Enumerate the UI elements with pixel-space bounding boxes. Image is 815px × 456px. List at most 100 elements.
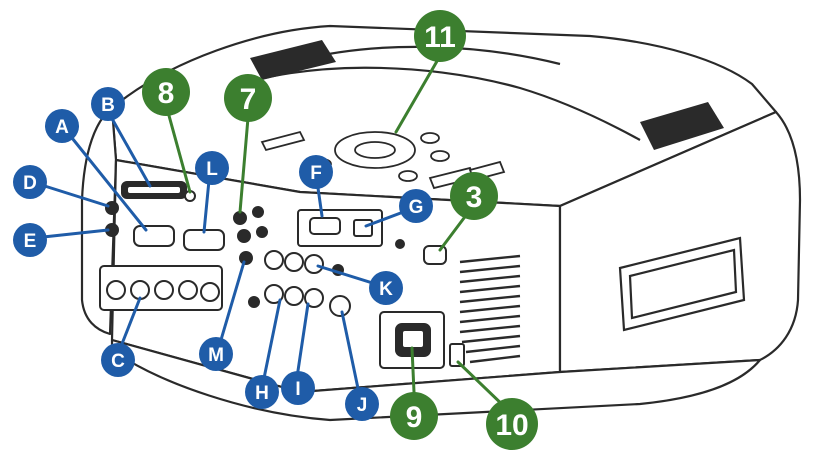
top-vent-right — [640, 102, 724, 150]
control-slot — [260, 130, 306, 152]
callout-f-label: F — [310, 163, 322, 184]
callout-7-badge — [224, 74, 272, 122]
rca-i — [304, 288, 324, 308]
callout-3: 3 — [450, 172, 498, 220]
grille-line — [459, 264, 521, 274]
callout-h-label: H — [255, 383, 269, 404]
callout-a-badge — [45, 109, 79, 143]
callout-m-label: M — [208, 345, 224, 366]
callout-10-label: 10 — [495, 409, 528, 442]
grille-line — [469, 354, 521, 364]
leader-11 — [394, 54, 442, 134]
rca-h — [284, 286, 304, 306]
control-button — [398, 170, 418, 182]
callout-i: I — [281, 371, 315, 405]
callout-8: 8 — [142, 68, 190, 116]
connector-panel — [99, 181, 465, 369]
top-vents — [250, 40, 724, 150]
callout-i-label: I — [295, 379, 300, 400]
jack-7 — [233, 211, 247, 225]
grille-line — [459, 284, 521, 294]
leader-lines-numbers — [166, 54, 510, 412]
bnc — [130, 280, 150, 300]
callout-f: F — [299, 155, 333, 189]
callout-11-label: 11 — [424, 21, 456, 54]
callout-h-badge — [245, 375, 279, 409]
callout-j: J — [345, 387, 379, 421]
grille-line — [459, 304, 521, 314]
callout-e-badge — [13, 223, 47, 257]
grille-line — [459, 314, 521, 324]
callout-j-badge — [345, 387, 379, 421]
callout-e-label: E — [24, 231, 37, 252]
callout-11-badge — [414, 10, 466, 62]
callout-8-badge — [142, 68, 190, 116]
rca-h — [264, 284, 284, 304]
callout-c-badge — [101, 343, 135, 377]
port-b-inner — [126, 185, 182, 195]
callout-e: E — [13, 223, 47, 257]
callout-i-badge — [281, 371, 315, 405]
leader-h — [260, 298, 282, 390]
callout-m-badge — [199, 337, 233, 371]
callout-h: H — [245, 375, 279, 409]
callout-11: 11 — [414, 10, 466, 62]
jack-misc — [256, 226, 268, 238]
jack-misc — [252, 206, 264, 218]
callout-l-label: L — [206, 159, 218, 180]
port-g — [353, 219, 373, 237]
callout-a: A — [45, 109, 79, 143]
callout-l: L — [195, 151, 229, 185]
callout-d-badge — [13, 165, 47, 199]
side-grille — [459, 254, 521, 364]
callout-3-badge — [450, 172, 498, 220]
rca-k — [304, 254, 324, 274]
carry-handle — [618, 236, 746, 332]
grille-line — [461, 334, 521, 344]
callout-c-label: C — [111, 351, 125, 372]
leader-j — [340, 310, 362, 400]
callout-k-label: K — [379, 279, 393, 300]
callout-g-badge — [399, 189, 433, 223]
leader-i — [294, 302, 310, 386]
leader-a — [62, 126, 148, 232]
callout-j-label: J — [357, 395, 368, 416]
callout-f-badge — [299, 155, 333, 189]
callout-10: 10 — [486, 398, 538, 450]
port-f — [309, 217, 341, 235]
grille-line — [459, 254, 521, 264]
projector-right-side — [558, 110, 802, 374]
ac-inlet-inner — [401, 329, 425, 349]
grille-line — [465, 344, 521, 354]
callout-b: B — [91, 87, 125, 121]
callout-d: D — [13, 165, 47, 199]
leader-b — [104, 106, 152, 188]
bnc — [178, 280, 198, 300]
jack-misc — [248, 296, 260, 308]
rca-k — [264, 250, 284, 270]
grille-line — [459, 324, 521, 334]
callout-3-label: 3 — [466, 181, 483, 214]
grille-line — [459, 274, 521, 284]
power-switch — [449, 343, 465, 367]
jack-d — [105, 201, 119, 215]
leader-m — [216, 260, 246, 352]
handle-grip — [628, 248, 738, 320]
top-vent-left — [250, 40, 336, 80]
port-a — [133, 225, 175, 247]
control-dial-inner — [354, 141, 396, 159]
callout-c: C — [101, 343, 135, 377]
callout-9-badge — [390, 392, 438, 440]
callout-b-badge — [91, 87, 125, 121]
callout-a-label: A — [55, 117, 69, 138]
callout-8-label: 8 — [158, 77, 175, 110]
svideo-j — [329, 295, 351, 317]
callout-10-badge — [486, 398, 538, 450]
callout-d-label: D — [23, 173, 37, 194]
callout-k: K — [369, 271, 403, 305]
leader-7 — [238, 116, 250, 214]
jack-m-upper — [237, 229, 251, 243]
leader-8 — [166, 110, 192, 194]
callout-7-label: 7 — [240, 83, 257, 116]
